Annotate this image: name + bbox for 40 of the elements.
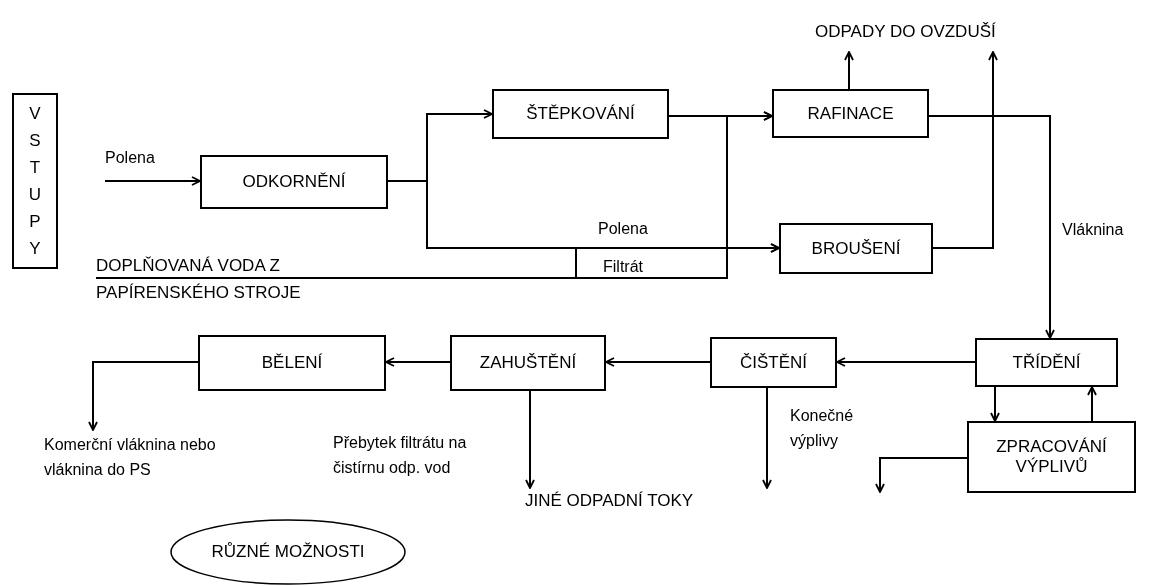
arrow — [605, 357, 711, 367]
arrow — [104, 176, 201, 186]
flow-text: Komerční vláknina nebo vláknina do PS — [44, 430, 254, 484]
arrow — [525, 390, 535, 489]
arrow — [836, 357, 976, 367]
process-box — [967, 421, 1136, 493]
box-label: BĚLENÍ — [261, 353, 323, 373]
process-box — [975, 338, 1118, 387]
box-label: RŮZNÉ MOŽNOSTI — [211, 542, 365, 562]
box-label: BROUŠENÍ — [811, 238, 901, 259]
box-label: ZPRACOVÁNÍ VÝPLIVŮ — [995, 437, 1108, 477]
arrow — [875, 457, 968, 493]
box-label: ZAHUŠTĚNÍ — [479, 353, 577, 373]
arrow — [1087, 386, 1097, 422]
arrow — [88, 361, 199, 431]
box-label: ŠTĚPKOVÁNÍ — [526, 104, 635, 124]
process-box — [779, 223, 933, 274]
arrow — [95, 243, 780, 279]
process-box — [772, 89, 929, 138]
arrow — [385, 357, 451, 367]
arrow — [990, 386, 1000, 422]
box-label: ODKORNĚNÍ — [242, 172, 346, 192]
arrow — [762, 387, 772, 489]
process-box — [710, 337, 837, 388]
box-label: VSTUPY — [27, 103, 43, 260]
process-box — [450, 335, 606, 391]
process-box — [12, 93, 58, 269]
box-label: TŘÍDĚNÍ — [1012, 352, 1081, 373]
process-box — [492, 89, 669, 139]
arrow — [932, 51, 998, 249]
option-ellipse — [170, 519, 406, 585]
box-label: ČIŠTĚNÍ — [739, 352, 808, 373]
box-label: RAFINACE — [807, 103, 894, 124]
arrow — [844, 51, 854, 90]
flow-text: ODPADY DO OVZDUŠÍ — [815, 12, 1063, 52]
process-box — [198, 335, 386, 391]
arrow — [928, 115, 1055, 339]
process-box — [200, 155, 388, 209]
flow-text: JINÉ ODPADNÍ TOKY — [525, 488, 775, 514]
flow-text: DOPLŇOVANÁ VODA Z PAPÍRENSKÉHO STROJE — [96, 252, 396, 306]
